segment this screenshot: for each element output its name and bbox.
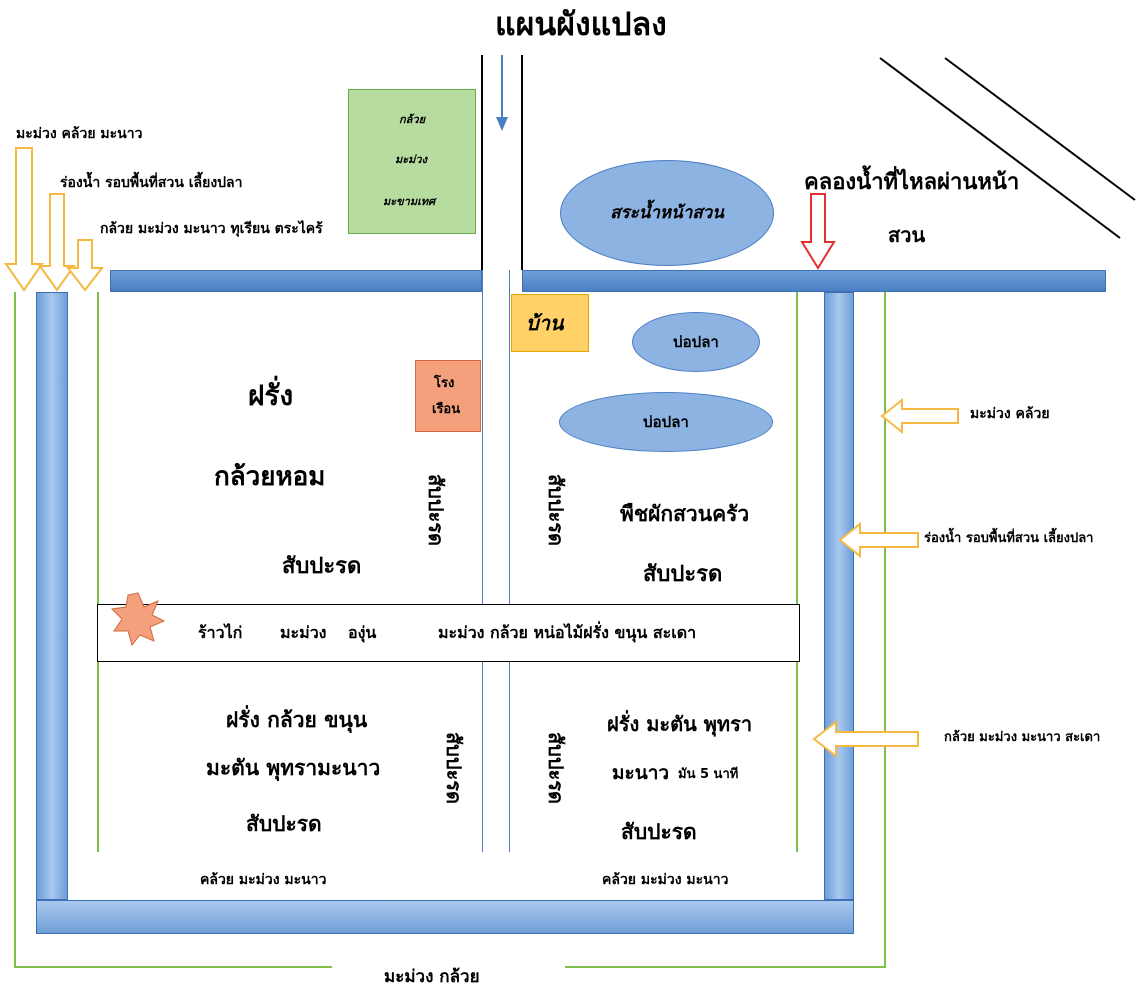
flow-arrow-down-icon [496,55,508,131]
right-label-c: กล้วย มะม่วง มะนาว สะเดา [944,730,1101,745]
red-arrow-down-icon [800,193,836,270]
top-left-label-a: มะม่วง คล้วย มะนาว [16,126,143,142]
right-bottom-line1: ฝรั่ง มะตัน พุทรา [607,712,753,736]
middle-row-d: มะม่วง กล้วย หน่อไม้ฝรั่ง ขนุน สะเดา [438,623,697,642]
left-top-line3: สับปะรด [282,554,362,579]
fish-pond-2: บ่อปลา [559,392,773,452]
right-label-b: ร่องน้ำ รอบพื้นที่สวน เลี้ยงปลา [924,531,1094,546]
bottom-outer-label: มะม่วง กล้วย [384,967,480,987]
shed: โรง เรือน [415,360,481,432]
shed-label-1: โรง [434,376,455,391]
page-title: แผนผังแปลง [495,5,667,43]
green-box: กล้วย มะม่วง มะขามเทศ [348,89,476,234]
right-bottom-line2b: มัน 5 นาที [678,767,739,782]
right-bottom-line2a: มะนาว [612,762,670,784]
fish-pond-1-label: บ่อปลา [673,332,719,351]
road-line-right [521,55,523,270]
canal-top-left [110,270,482,292]
front-pond: สระน้ำหน้าสวน [560,160,774,266]
house-label: บ้าน [526,311,564,335]
green-box-item-1: กล้วย [399,113,426,126]
orange-arrow-down-icon-1 [4,147,44,292]
canal-bottom [36,900,854,934]
canal-label-line2: สวน [888,223,926,247]
star-icon [110,592,166,647]
canal-left [36,292,68,900]
left-top-line1: ฝรั่ง [248,379,294,412]
fish-pond-2-label: บ่อปลา [643,412,689,431]
middle-row-box: ร้าวไก่ มะม่วง องุ่น มะม่วง กล้วย หน่อไม… [97,592,800,662]
canal-right [824,292,854,900]
orange-arrow-down-icon-3 [66,239,104,292]
right-label-a: มะม่วง คล้วย [970,406,1050,422]
house: บ้าน [511,294,589,352]
boundary-inner-left [97,292,99,852]
green-box-item-2: มะม่วง [395,153,427,166]
front-pond-label: สระน้ำหน้าสวน [610,202,724,223]
vertical-label-right-bottom: สับปะรด [544,731,569,805]
diagonal-road [879,57,1136,239]
boundary-inner-right [796,292,798,852]
boundary-outer-right [884,292,886,968]
vertical-label-left-bottom: สับปะรด [442,731,467,805]
right-top-line2: สับปะรด [643,562,723,587]
orange-arrow-down-icon-2 [38,193,76,292]
fish-pond-1: บ่อปลา [632,312,760,372]
left-bottom-line2: มะตัน พุทรามะนาว [206,756,381,780]
green-box-item-3: มะขามเทศ [383,195,436,208]
orange-arrow-left-icon-2 [838,522,919,558]
bottom-inner-left: คล้วย มะม่วง มะนาว [200,872,327,888]
orange-arrow-left-icon-1 [880,398,959,434]
boundary-outer-bottom-left [14,966,332,968]
canal-top-right [522,270,1106,292]
left-bottom-line3: สับปะรด [246,812,322,836]
bottom-inner-right: คล้วย มะม่วง มะนาว [602,872,729,888]
right-top-line1: พืชผักสวนครัว [620,502,750,526]
top-left-label-b: ร่องน้ำ รอบพื้นที่สวน เลี้ยงปลา [60,175,243,191]
right-bottom-line3: สับปะรด [621,820,697,844]
center-channel [482,270,510,852]
left-bottom-line1: ฝรั่ง กล้วย ขนุน [226,708,368,732]
top-left-label-c: กล้วย มะม่วง มะนาว ทุเรียน ตระไคร้ [100,221,323,237]
orange-arrow-left-icon-3 [812,720,919,758]
boundary-outer-bottom-right [565,966,885,968]
left-top-line2: กล้วยหอม [214,462,326,492]
middle-row-b: มะม่วง [280,623,327,642]
middle-row-a: ร้าวไก่ [198,623,243,642]
road-line-left [481,55,483,270]
shed-label-2: เรือน [432,402,461,417]
vertical-label-right-top: สับปะรด [544,473,569,547]
middle-row-c: องุ่น [348,623,377,642]
boundary-outer-left [14,292,16,967]
canal-label-line1: คลองน้ำที่ไหลผ่านหน้า [804,170,1020,195]
vertical-label-left-top: สับปะรด [424,473,449,547]
